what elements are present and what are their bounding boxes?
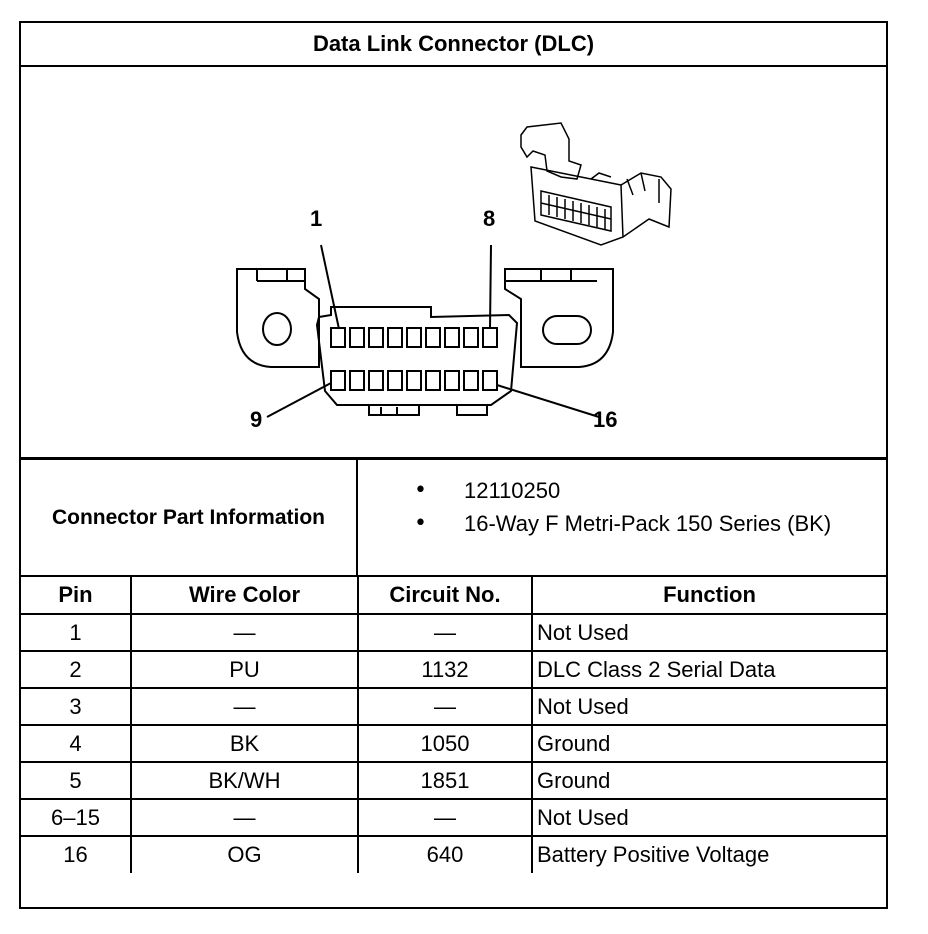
- wire-color-cell: —: [130, 613, 359, 652]
- table-row: 6–15 — — Not Used: [21, 798, 886, 837]
- part-info-item: • 12110250: [358, 474, 886, 507]
- function-cell: Battery Positive Voltage: [531, 835, 886, 873]
- pin-row-top: [330, 327, 498, 348]
- bullet-icon: •: [414, 511, 427, 536]
- header-function: Function: [531, 577, 886, 615]
- document-title: Data Link Connector (DLC): [21, 23, 886, 67]
- pin-cell: 4: [21, 724, 132, 763]
- circuit-cell: 1050: [357, 724, 533, 763]
- pin-label-9: 9: [250, 407, 263, 432]
- connector-perspective-thumbnail: [520, 122, 672, 246]
- table-row: 2 PU 1132 DLC Class 2 Serial Data: [21, 650, 886, 689]
- connector-diagram: 1 8 9 16: [21, 67, 886, 460]
- right-mounting-ear: [504, 268, 614, 368]
- function-cell: DLC Class 2 Serial Data: [531, 650, 886, 689]
- pin-cell: 16: [21, 835, 132, 873]
- connector-part-info: Connector Part Information • 12110250 • …: [21, 460, 886, 577]
- function-cell: Not Used: [531, 798, 886, 837]
- left-mounting-ear: [236, 268, 320, 368]
- function-cell: Ground: [531, 761, 886, 800]
- bullet-icon: •: [414, 478, 427, 503]
- pin-label-16: 16: [593, 407, 618, 432]
- pin-label-1: 1: [310, 206, 323, 231]
- part-description: 16-Way F Metri-Pack 150 Series (BK): [464, 511, 832, 536]
- pin-row-bottom: [330, 370, 498, 391]
- circuit-cell: —: [357, 798, 533, 837]
- left-mounting-hole: [262, 312, 292, 346]
- wire-color-cell: OG: [130, 835, 359, 873]
- wire-color-cell: BK/WH: [130, 761, 359, 800]
- part-info-item: • 16-Way F Metri-Pack 150 Series (BK): [358, 507, 886, 540]
- header-pin: Pin: [21, 577, 132, 615]
- table-row: 3 — — Not Used: [21, 687, 886, 726]
- circuit-cell: 1851: [357, 761, 533, 800]
- connector-body: [315, 306, 519, 406]
- header-wire-color: Wire Color: [130, 577, 359, 615]
- pin-cell: 3: [21, 687, 132, 726]
- wire-color-cell: PU: [130, 650, 359, 689]
- right-mounting-slot: [542, 315, 592, 345]
- circuit-cell: 640: [357, 835, 533, 873]
- function-cell: Ground: [531, 724, 886, 763]
- part-number: 12110250: [464, 478, 561, 503]
- pin-cell: 6–15: [21, 798, 132, 837]
- circuit-cell: —: [357, 613, 533, 652]
- table-row: 1 — — Not Used: [21, 613, 886, 652]
- circuit-cell: 1132: [357, 650, 533, 689]
- header-circuit-no: Circuit No.: [357, 577, 533, 615]
- function-cell: Not Used: [531, 687, 886, 726]
- table-header-row: Pin Wire Color Circuit No. Function: [21, 577, 886, 615]
- table-row: 4 BK 1050 Ground: [21, 724, 886, 763]
- part-info-list: • 12110250 • 16-Way F Metri-Pack 150 Ser…: [358, 474, 886, 540]
- connector-drawing: [236, 122, 672, 418]
- table-row: 16 OG 640 Battery Positive Voltage: [21, 835, 886, 873]
- pin-cell: 1: [21, 613, 132, 652]
- pin-cell: 2: [21, 650, 132, 689]
- pin-cell: 5: [21, 761, 132, 800]
- function-cell: Not Used: [531, 613, 886, 652]
- dlc-document: Data Link Connector (DLC): [19, 21, 888, 909]
- table-row: 5 BK/WH 1851 Ground: [21, 761, 886, 800]
- part-info-label: Connector Part Information: [21, 460, 358, 575]
- circuit-cell: —: [357, 687, 533, 726]
- pinout-table: Pin Wire Color Circuit No. Function 1 — …: [21, 577, 886, 873]
- wire-color-cell: —: [130, 687, 359, 726]
- pin-label-8: 8: [483, 206, 496, 231]
- wire-color-cell: —: [130, 798, 359, 837]
- wire-color-cell: BK: [130, 724, 359, 763]
